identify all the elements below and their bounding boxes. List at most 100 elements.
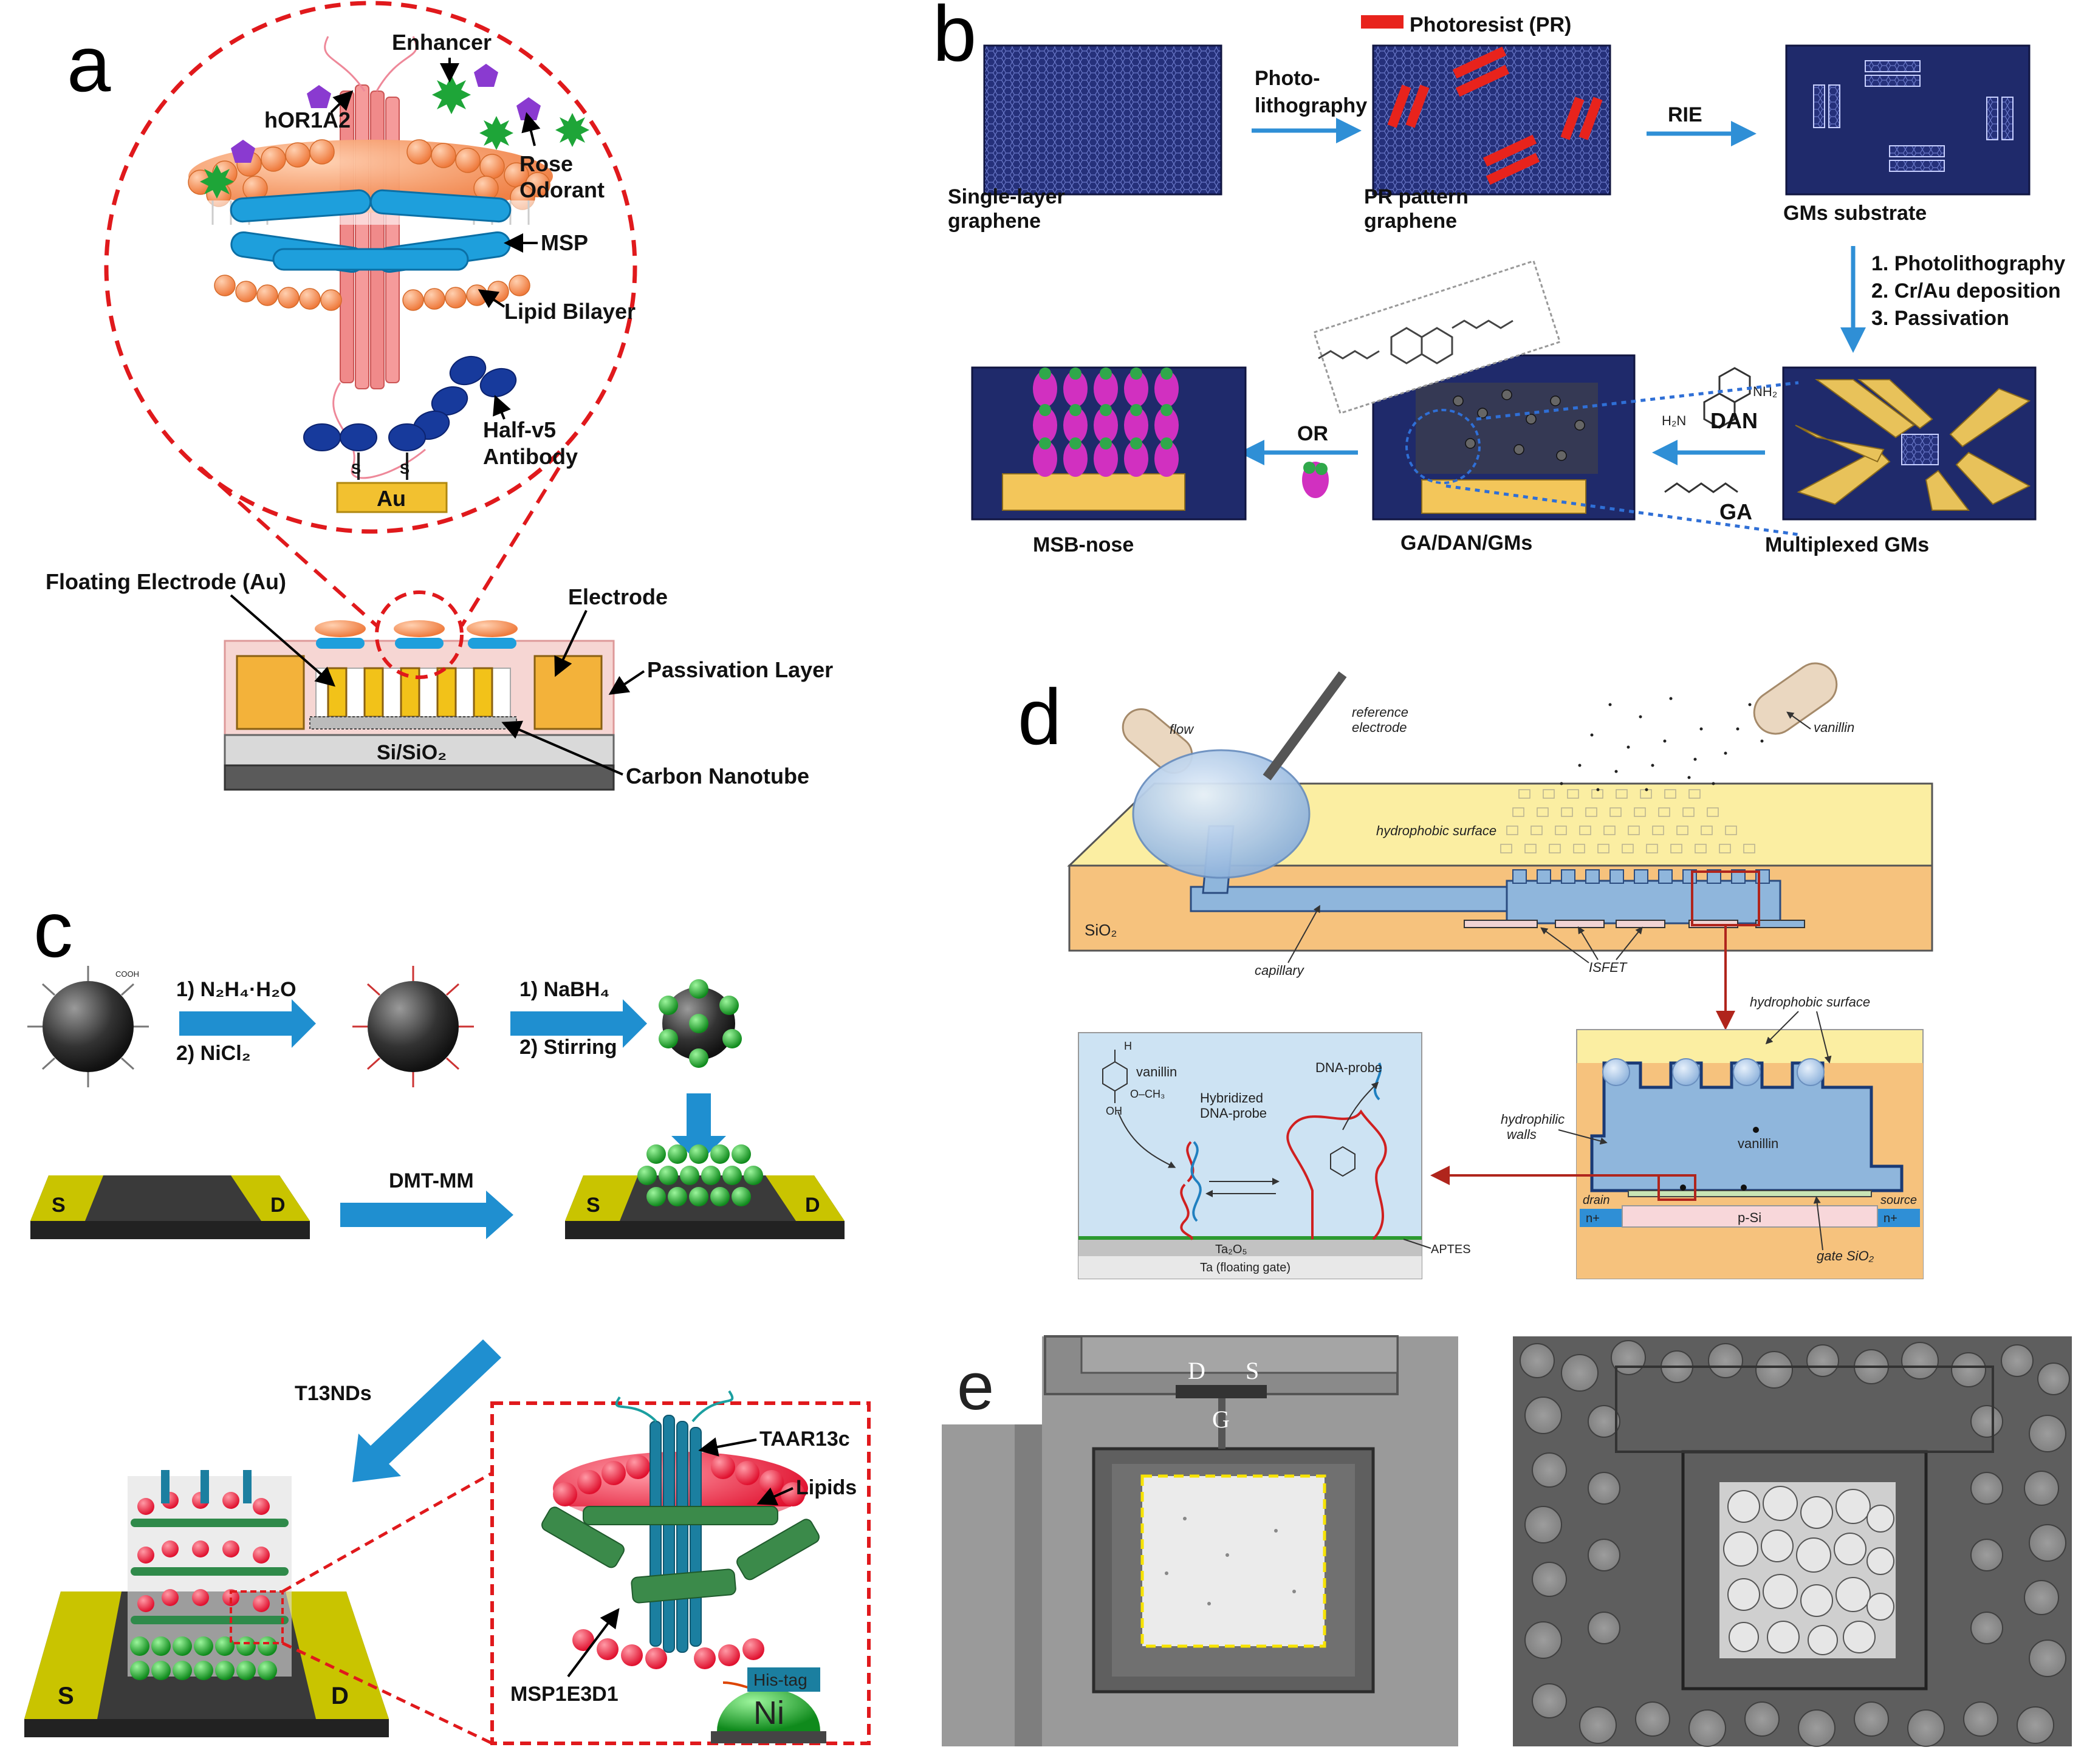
nanoparticle-2 — [352, 966, 474, 1087]
step-2: 2. Cr/Au deposition — [1871, 279, 2061, 303]
source-label: source — [1880, 1194, 1917, 1207]
vanillin-top-label: vanillin — [1814, 720, 1854, 735]
device-cross-section — [224, 590, 615, 791]
panel-e: e D S G — [942, 1335, 2072, 1747]
sio2-label: SiO₂ — [1085, 921, 1117, 939]
dnaprobe-label: DNA-probe — [1315, 1060, 1382, 1075]
linker-molecule — [1312, 259, 1561, 415]
hydrophilic-label-1: hydrophilic — [1501, 1112, 1565, 1127]
msp-label: MSP — [541, 230, 588, 255]
capillary-label: capillary — [1255, 963, 1305, 978]
photo-label-2: lithography — [1255, 94, 1367, 117]
gadan-label: GA/DAN/GMs — [1400, 532, 1532, 555]
lipids-label: Lipids — [796, 1476, 857, 1499]
arrow-t13 — [352, 1339, 501, 1482]
psi-label: p-Si — [1738, 1210, 1761, 1225]
step-b-arrow — [510, 999, 647, 1048]
pr-patterns — [1387, 46, 1603, 185]
gadan-molecules — [1453, 389, 1585, 461]
flow-label: flow — [1170, 722, 1195, 737]
odorant-icons — [231, 64, 541, 163]
panel-a: a — [46, 1, 833, 791]
vanillin-nozzle — [1753, 662, 1838, 735]
hydro-top-label: hydrophobic surface — [1376, 823, 1496, 838]
nanodisc-inset — [541, 1390, 826, 1743]
drain-label: drain — [1583, 1194, 1609, 1207]
multi-label: Multiplexed GMs — [1765, 533, 1929, 556]
panel-b: b Single-layer graphene Photo- lithograp… — [933, 0, 2065, 556]
d-terminal-label: D — [1188, 1357, 1205, 1384]
ni-dome — [717, 1689, 820, 1731]
enhancer-icons — [200, 75, 589, 199]
nanoparticle-1: COOH — [27, 966, 149, 1087]
oh-label: OH — [1106, 1105, 1122, 1117]
ga-label: GA — [1719, 499, 1752, 524]
hyb-label-1: Hybridized — [1200, 1090, 1263, 1106]
np-left-label: n+ — [1586, 1212, 1600, 1225]
electrode-label: Electrode — [568, 584, 668, 609]
d-left: D — [270, 1194, 286, 1217]
step-a-1: 1) N₂H₄·H₂O — [176, 978, 296, 1001]
vanillin-spray — [1560, 697, 1764, 791]
och3-label: O–CH₃ — [1130, 1088, 1165, 1100]
graphene-sheet-2 — [1372, 44, 1611, 196]
hydro-surface-label: hydrophobic surface — [1750, 994, 1870, 1010]
taar-label: TAAR13c — [759, 1427, 850, 1451]
ni-nanoparticle — [659, 979, 742, 1068]
floating-electrode-label: Floating Electrode (Au) — [46, 569, 286, 594]
panel-a-letter: a — [67, 19, 111, 108]
aptes-label: APTES — [1431, 1243, 1471, 1256]
cell-texture-bright — [1723, 1486, 1894, 1655]
rose-label-1: Rose — [519, 151, 573, 176]
half-v5-label-1: Half-v5 — [483, 417, 556, 442]
step-1: 1. Photolithography — [1871, 252, 2065, 275]
s-terminal-label: S — [1246, 1357, 1259, 1384]
panel-c-letter: c — [33, 885, 73, 974]
substrate-label: Si/SiO₂ — [377, 741, 447, 764]
tafloat-label: Ta (floating gate) — [1200, 1261, 1291, 1274]
device-left — [30, 1175, 310, 1239]
rose-label-2: Odorant — [519, 177, 605, 202]
msp-belt — [230, 189, 512, 273]
reference-electrode — [1263, 671, 1347, 781]
msp1-label: MSP1E3D1 — [510, 1683, 619, 1706]
dan-label: DAN — [1710, 408, 1758, 433]
vanillin-inset-label: vanillin — [1136, 1064, 1177, 1079]
ni-label: Ni — [753, 1695, 784, 1731]
step-a-2: 2) NiCl₂ — [176, 1042, 251, 1065]
step-b-1: 1) NaBH₄ — [519, 978, 609, 1001]
gms-label: GMs substrate — [1783, 202, 1927, 225]
au-label: Au — [377, 486, 406, 511]
histag-label: His-tag — [753, 1670, 807, 1689]
s-left: S — [52, 1194, 66, 1217]
half-v5-label-2: Antibody — [483, 444, 578, 469]
s-bottom: S — [58, 1683, 74, 1709]
gms-substrate — [1785, 44, 2031, 196]
cnt-label: Carbon Nanotube — [626, 764, 809, 788]
receptor-label: hOR1A2 — [264, 108, 351, 132]
cooh-label: COOH — [115, 969, 139, 979]
isfet-droplets — [1602, 1058, 1825, 1086]
antibody — [303, 355, 517, 451]
or-label: OR — [1297, 422, 1328, 445]
d-right: D — [805, 1194, 820, 1217]
ref-label-2: electrode — [1352, 720, 1407, 735]
cell-texture — [1520, 1340, 2070, 1747]
pr-legend-label: Photoresist (PR) — [1410, 13, 1571, 36]
his-tag-box — [747, 1667, 820, 1692]
step-b-2: 2) Stirring — [519, 1036, 617, 1059]
rie-label: RIE — [1668, 103, 1702, 126]
h-label: H — [1124, 1040, 1132, 1052]
prpat-label-2: graphene — [1364, 210, 1457, 233]
arrow-down-c — [671, 1093, 726, 1163]
gms-patterns — [1813, 60, 2014, 172]
passivation-label: Passivation Layer — [647, 657, 833, 682]
single-label-1: Single-layer — [948, 185, 1065, 208]
hyb-label-2: DNA-probe — [1200, 1106, 1267, 1121]
zoom-line-right — [460, 467, 561, 627]
zoom-circle — [104, 1, 637, 534]
step-a-arrow — [179, 999, 316, 1048]
dan-molecule — [1703, 367, 1751, 429]
au-pad — [336, 482, 448, 513]
dmt-label: DMT-MM — [389, 1169, 474, 1192]
